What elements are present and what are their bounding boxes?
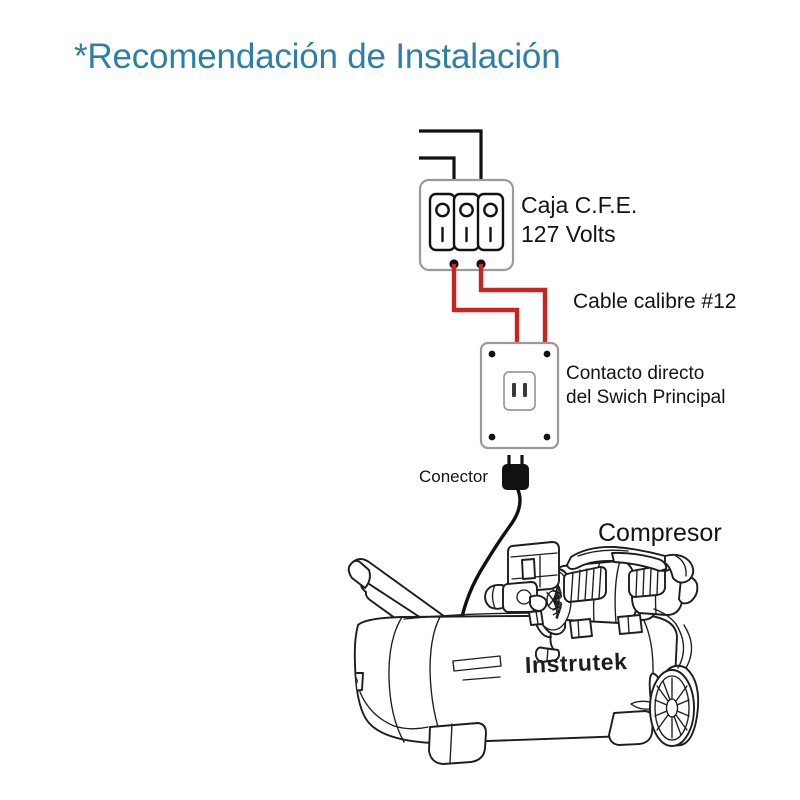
cylinder-head-left (563, 566, 607, 603)
motor-support-post (528, 610, 544, 626)
red-wire-outer (451, 264, 520, 345)
regulator-outlet (529, 594, 548, 612)
label-contacto-line2: del Swich Principal (566, 387, 726, 409)
plug-connector[interactable] (502, 455, 529, 490)
breaker-3-knob-icon (483, 202, 498, 218)
fan-hub-icon (546, 590, 560, 610)
foot-front (428, 722, 487, 765)
compressor-illustration (347, 541, 700, 765)
label-contacto-line1: Contacto directo (566, 363, 705, 384)
outlet-screw-bottom-right (543, 433, 551, 441)
label-caja-cfe-line1: Caja C.F.E. (521, 192, 638, 218)
compressor-motor-assembly (484, 541, 699, 663)
handle-grip-icon (347, 559, 371, 589)
red-branch-wires-group (451, 264, 548, 345)
outlet-box[interactable] (479, 341, 560, 450)
outlet-tube-right (653, 608, 677, 625)
wheel-inner-rim (654, 675, 690, 741)
label-contacto-directo: Contacto directo del Swich Principal (566, 362, 725, 411)
outlet-screw-bottom-left (488, 433, 496, 441)
label-conector: Conector (419, 467, 488, 486)
label-compresor: Compresor (598, 519, 722, 547)
compressor-tank (353, 612, 678, 744)
motor-mount-right (617, 614, 643, 635)
compressor-feet (428, 710, 654, 765)
outlet-screw-top-right (543, 350, 551, 358)
motor-support-seam (535, 610, 539, 625)
plug-body-icon (502, 464, 529, 490)
page-title: *Recomendación de Instalación (74, 37, 561, 76)
pressure-switch-lever (521, 558, 536, 580)
motor-mount-left-seam (577, 619, 580, 638)
regulator-cluster (484, 581, 548, 613)
head-left-fins (570, 566, 602, 602)
tank-details-clip (356, 671, 429, 730)
cylinder-head-right (628, 565, 666, 598)
tank-seam-left (429, 616, 444, 742)
head-left-body (563, 566, 607, 603)
foot-rear (608, 710, 654, 746)
tank-drain-valve (356, 671, 364, 692)
label-caja-cfe: Caja C.F.E. 127 Volts (521, 191, 637, 250)
breaker-panel (418, 178, 515, 272)
pressure-switch-seam-1 (510, 552, 558, 558)
foot-front-seam (449, 723, 453, 764)
tank-hose-left (359, 691, 429, 730)
tank-seam-mid (462, 676, 501, 681)
tank-endcap-left (388, 616, 405, 743)
wheel-fender-strap (683, 624, 693, 669)
wheel-fender-strap-2 (675, 623, 685, 669)
outlet-slot-right-icon (523, 383, 527, 397)
wheel-spokes (654, 677, 690, 739)
motor-cyl-seam-2 (614, 560, 621, 624)
label-cable-calibre: Cable calibre #12 (573, 290, 737, 313)
label-caja-cfe-line2: 127 Volts (521, 221, 616, 248)
breaker-1[interactable] (428, 192, 457, 252)
intake-tube-seam (577, 549, 629, 557)
discharge-fitting-seam (546, 647, 549, 662)
motor-mount-right-seam (627, 615, 630, 634)
regulator-knob-icon (516, 589, 532, 605)
breaker-2-knob-icon (459, 202, 474, 218)
breaker-2[interactable] (452, 192, 481, 252)
compressor-wheel (630, 623, 700, 747)
regulator-barrel-seam (491, 584, 496, 609)
outlet-face-plate (503, 371, 536, 411)
red-wire-inner (478, 264, 548, 345)
elbow-fitting-seam (675, 555, 687, 577)
outlet-slot-left-icon (512, 383, 516, 397)
head-right-fins (635, 566, 659, 597)
motor-mount-left (569, 618, 593, 639)
outlet-screw-top-left (488, 350, 496, 358)
regulator-barrel (484, 583, 508, 610)
wheel-axle-stub (630, 700, 651, 710)
wheel-hub (665, 698, 679, 718)
compressor-brand-logo: Instrutek (524, 648, 628, 678)
tank-label-plate (452, 655, 502, 672)
breaker-3[interactable] (476, 192, 505, 252)
pressure-switch (507, 541, 560, 593)
breaker-1-knob-icon (435, 202, 450, 218)
tank-drain-hole-icon (356, 676, 358, 686)
